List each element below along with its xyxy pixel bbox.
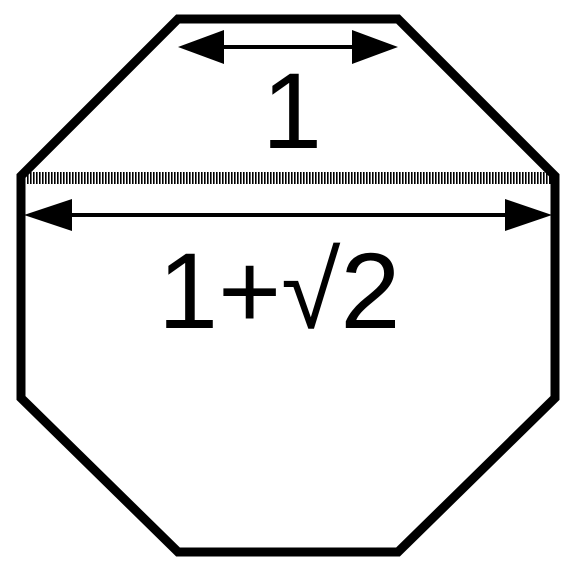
side-dimension-arrow (178, 30, 398, 64)
chord-arrowhead-left-icon (24, 199, 72, 231)
chord-arrowhead-right-icon (505, 199, 552, 231)
dotted-chord-line (26, 172, 551, 184)
octagon-outline (16, 14, 560, 557)
chord-dimension-arrow (24, 199, 552, 231)
chord-length-label: 1+√2 (158, 230, 401, 351)
side-length-label: 1 (262, 50, 323, 171)
side-arrowhead-right-icon (352, 30, 398, 64)
side-arrowhead-left-icon (178, 30, 224, 64)
